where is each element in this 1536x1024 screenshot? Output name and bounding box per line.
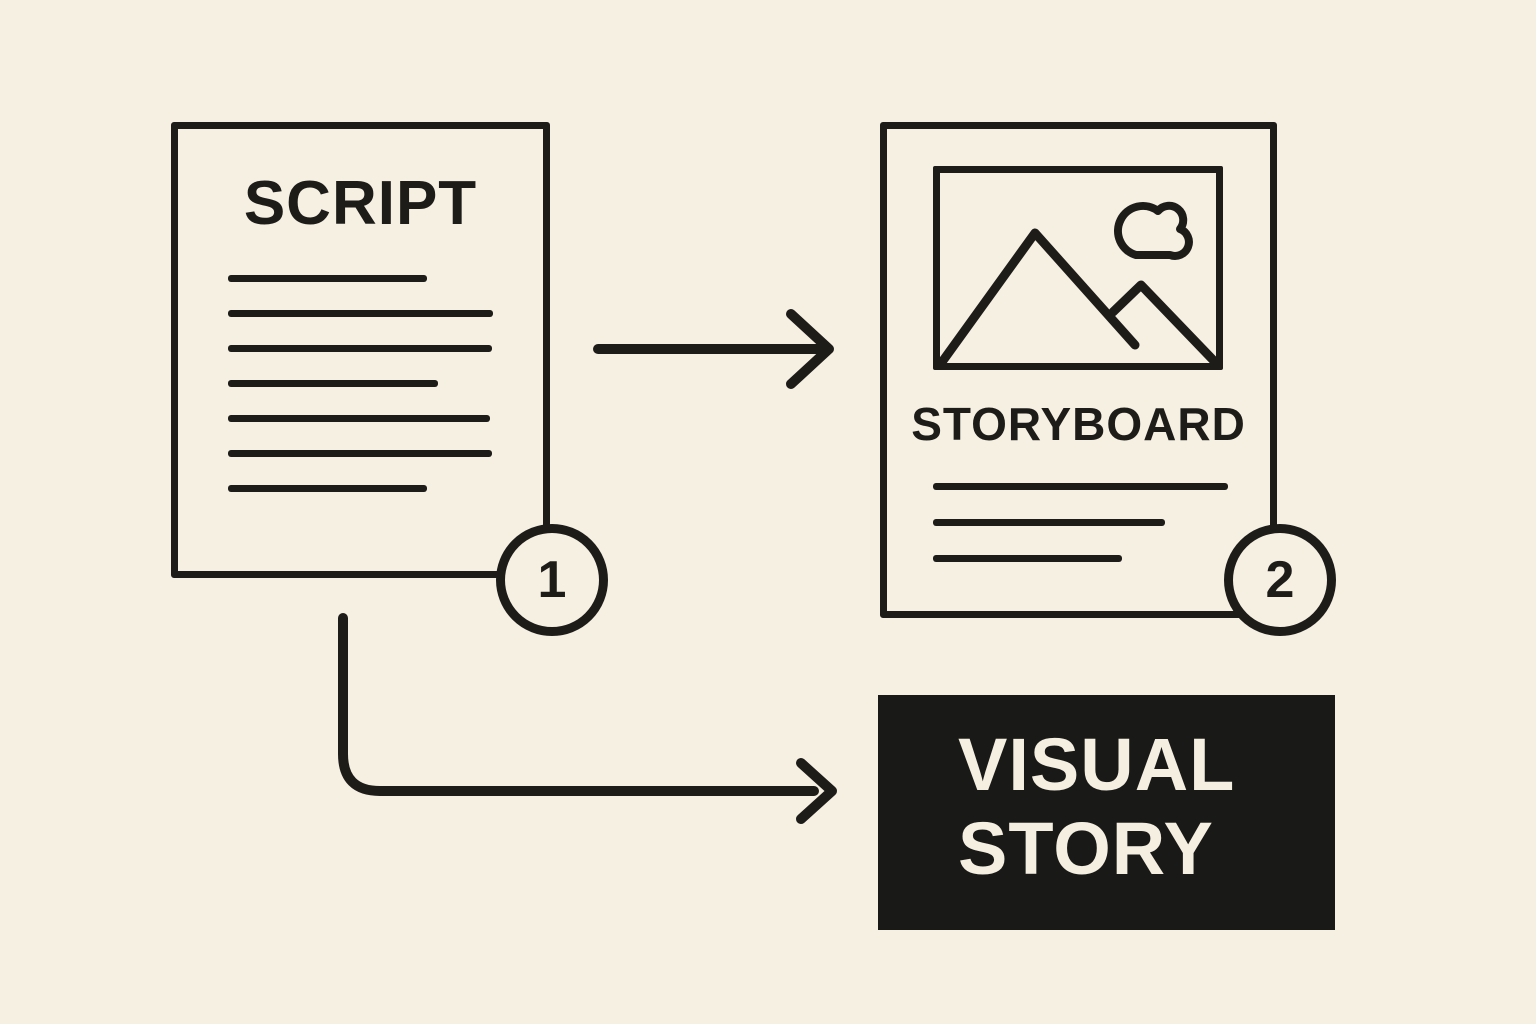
- placeholder-text-line: [228, 275, 427, 282]
- visual-story-label-line2: STORY: [958, 807, 1214, 890]
- placeholder-text-line: [228, 450, 492, 457]
- step-1-number: 1: [537, 551, 567, 609]
- placeholder-text-line: [933, 555, 1122, 562]
- visual-story-label-line1: VISUAL: [958, 723, 1236, 806]
- placeholder-text-line: [228, 380, 438, 387]
- storyboard-document: STORYBOARD: [880, 122, 1277, 618]
- script-title: SCRIPT: [243, 169, 478, 238]
- script-text-lines: [228, 275, 493, 520]
- mountains-icon: [940, 228, 1140, 363]
- storyboard-text-lines: [933, 483, 1228, 591]
- visual-story-box: VISUAL STORY: [878, 695, 1335, 930]
- cloud-icon: [1114, 201, 1193, 260]
- image-placeholder: [933, 166, 1223, 370]
- script-document: SCRIPT: [171, 122, 550, 578]
- step-1-badge: 1: [496, 524, 608, 636]
- placeholder-text-line: [933, 483, 1228, 490]
- storyboard-title: STORYBOARD: [911, 398, 1246, 450]
- step-2-number: 2: [1265, 551, 1295, 609]
- mountains-icon: [1108, 280, 1216, 363]
- script-to-storyboard-arrow: [593, 309, 834, 389]
- placeholder-text-line: [228, 415, 490, 422]
- placeholder-text-line: [228, 485, 427, 492]
- script-to-visual-story-arrow: [338, 613, 837, 824]
- placeholder-text-line: [228, 310, 493, 317]
- placeholder-text-line: [228, 345, 492, 352]
- placeholder-text-line: [933, 519, 1165, 526]
- step-2-badge: 2: [1224, 524, 1336, 636]
